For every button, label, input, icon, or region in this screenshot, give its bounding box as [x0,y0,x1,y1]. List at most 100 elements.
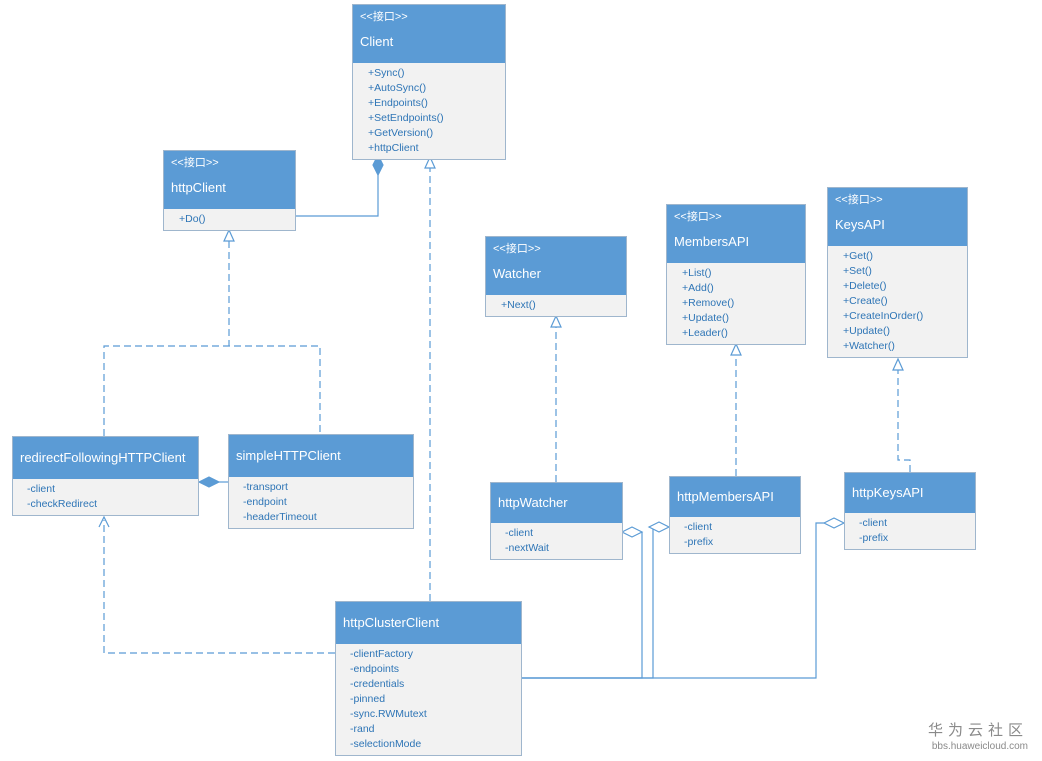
class-member: +Add() [682,282,714,294]
class-name: httpClusterClient [343,615,440,630]
aggregation-line-keys [522,522,824,679]
watermark: 华为云社区 bbs.huaweicloud.com [928,722,1028,753]
realization-arrowhead [892,357,904,371]
class-name: redirectFollowingHTTPClient [20,450,186,465]
class-member: +Update() [682,312,729,324]
class-members: -client -prefix [670,517,800,553]
aggregation-diamond [822,517,846,529]
class-members: -transport -endpoint -headerTimeout [229,477,413,528]
class-members: -client -prefix [845,513,975,549]
realization-arrowhead [730,342,742,356]
class-members: +Do() [164,209,295,230]
class-member: +Get() [843,250,874,262]
realization-arrowhead [424,155,436,169]
class-members: +Next() [486,295,626,316]
class-members: -client -nextWait [491,523,622,559]
class-httpClusterClient: httpClusterClient -clientFactory -endpoint… [335,601,522,756]
class-member: -transport [243,481,288,493]
realization-line-branches [103,345,321,436]
class-member: +Watcher() [843,340,895,352]
class-member: +Remove() [682,297,735,309]
class-members: -clientFactory -endpoints -credentials -pin… [336,644,521,755]
class-membersAPI: <<接口>>MembersAPI +List() +Add() +Remove() +U… [666,204,806,345]
class-member: +Create() [843,295,888,307]
class-name: httpKeysAPI [852,485,924,500]
class-member: -rand [350,723,375,735]
class-member: -client [27,483,56,495]
class-name: httpClient [171,180,226,195]
dependency-arrowhead [98,515,110,528]
watermark-title: 华为云社区 [927,722,1028,739]
class-name: Client [360,34,394,49]
class-member: -sync.RWMutext [350,708,427,720]
class-member: -headerTimeout [243,511,317,523]
class-keysAPI: <<接口>> KeysAPI +Get() +Set() +Delete() +Creat… [827,187,968,358]
class-header: httpMembersAPI [670,477,800,517]
class-httpWatcher: httpWatcher -client -nextWait [490,482,623,560]
stereotype-label: <<接口>> [493,243,541,255]
class-watcher: <<接口>> Watcher +Next() [485,236,627,317]
class-member: -pinned [350,693,386,705]
dependency-line-cluster-redirect [103,520,335,654]
class-header: <<接口>> Watcher [486,237,626,295]
class-member: -nextWait [505,542,549,554]
realization-line-keys [897,370,911,472]
class-name: MembersAPI [674,234,750,249]
class-member: +Delete() [843,280,887,292]
watermark-url: bbs.huaweicloud.com [931,741,1028,752]
class-member: +Endpoints() [368,97,428,109]
class-httpMembersAPI: httpMembersAPI -client -prefix [669,476,801,554]
class-member: +Do() [179,213,206,225]
class-member: -client [505,527,534,539]
class-header: <<接口>> Client [353,5,505,63]
aggregation-diamond [647,521,671,533]
class-members: +Get()+Set()+Delete()+Create()+CreateInO… [828,246,967,357]
class-member: -selectionMode [350,738,422,750]
composition-diamond [372,153,384,177]
stereotype-label: <<接口>> [360,11,408,23]
composition-line-httpclient-client [293,175,379,217]
class-members: -client -checkRedirect [13,479,198,515]
class-httpKeysAPI: httpKeysAPI -client -prefix [844,472,976,550]
class-member: -endpoints [350,663,400,675]
class-header: httpWatcher [491,483,622,523]
class-member: +Leader() [682,327,728,339]
class-name: Watcher [493,266,541,281]
class-member: +List() [682,267,712,279]
realization-arrowhead [223,228,235,242]
class-member: -endpoint [243,496,287,508]
class-members: +Sync() +AutoSync() +Endpoints() +SetEndpoi… [353,63,505,159]
class-member: -prefix [859,532,889,544]
stereotype-label: <<接口>> [835,194,883,206]
class-member: -prefix [684,536,714,548]
class-name: simpleHTTPClient [236,448,341,463]
class-members: +List() +Add() +Remove() +Update() +Leader() [667,263,805,344]
class-header: httpClusterClient [336,602,521,644]
class-member: +AutoSync() [368,82,427,94]
class-member: +Set() [843,265,872,277]
class-name: KeysAPI [835,217,885,232]
class-member: -client [684,521,713,533]
class-member: -checkRedirect [27,498,98,510]
class-name: httpMembersAPI [677,489,774,504]
class-member: -client [859,517,888,529]
class-header: <<接口>> httpClient [164,151,295,209]
class-member: +SetEndpoints() [368,112,444,124]
class-member: +Sync() [368,67,405,79]
class-member: -credentials [350,678,405,690]
class-member: +Next() [501,299,536,311]
class-header: redirectFollowingHTTPClient [13,437,198,479]
class-member: -clientFactory [350,648,414,660]
class-simpleHTTP: simpleHTTPClient -transport -endpoint -head… [228,434,414,529]
class-member: +Update() [843,325,890,337]
class-header: httpKeysAPI [845,473,975,513]
composition-diamond [197,476,221,488]
class-member: +GetVersion() [368,127,434,139]
class-header: <<接口>>MembersAPI [667,205,805,263]
stereotype-label: <<接口>> [171,157,219,169]
class-header: simpleHTTPClient [229,435,413,477]
class-member: +httpClient [368,142,419,154]
class-client: <<接口>> Client +Sync() +AutoSync() +Endpoints… [352,4,506,160]
class-name: httpWatcher [498,495,568,510]
